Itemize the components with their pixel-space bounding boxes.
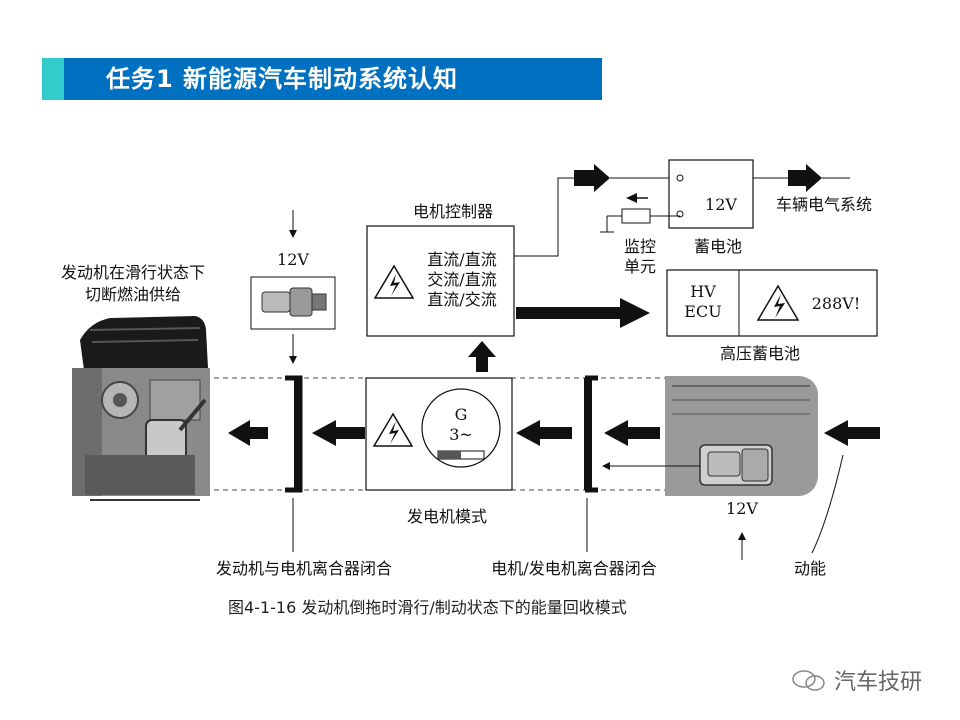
battery12-voltage: 12V	[705, 195, 737, 214]
hv-ecu-line1: HV	[690, 282, 716, 301]
monitor-line1: 监控	[624, 237, 656, 256]
monitor-resistor	[600, 193, 680, 233]
engine-note-line2: 切断燃油供给	[85, 285, 181, 304]
watermark-text: 汽车技研	[834, 670, 923, 695]
generator-symbol-circle	[421, 388, 501, 468]
figure-caption: 图4-1-16 发动机倒拖时滑行/制动状态下的能量回收模式	[228, 598, 627, 617]
arrow-to-clutch2	[604, 420, 660, 446]
controller-to-12v-wire	[514, 177, 574, 257]
hv-battery-label: 高压蓄电池	[720, 344, 800, 363]
engine-note-line1: 发动机在滑行状态下	[61, 263, 205, 282]
engine-image	[72, 316, 210, 501]
battery12-label: 蓄电池	[694, 237, 742, 256]
generator-mode-label: 发电机模式	[407, 507, 487, 526]
vehicle-electric-label: 车辆电气系统	[776, 195, 872, 214]
arrow-to-vehicle-electrical	[788, 164, 822, 192]
flow-arrows-left	[228, 420, 880, 446]
clutch1-label: 发动机与电机离合器闭合	[216, 559, 392, 578]
arrow-to-12v-battery	[574, 164, 610, 192]
starter-voltage: 12V	[277, 250, 309, 269]
clutch-motor-generator	[584, 375, 598, 493]
hv-warning-icon	[756, 284, 800, 321]
arrow-kinetic-in	[824, 420, 880, 446]
generator-phase: 3~	[449, 425, 473, 444]
controller-hv-warning-icon	[373, 264, 415, 299]
clutch-engine-motor	[285, 375, 303, 493]
generator-bar-fill	[438, 451, 461, 459]
title-bar: 任务1 新能源汽车制动系统认知	[42, 58, 602, 100]
arrow-to-clutch1	[312, 420, 365, 446]
generator-hv-warning-icon	[372, 412, 414, 447]
starter-image	[261, 287, 327, 317]
arrow-to-generator	[516, 420, 572, 446]
gearbox-image	[665, 376, 818, 496]
controller-line1: 直流/直流	[427, 250, 496, 269]
arrow-generator-to-controller	[468, 341, 496, 372]
kinetic-label: 动能	[794, 559, 826, 578]
title-accent	[42, 58, 64, 100]
controller-title: 电机控制器	[413, 202, 493, 221]
page-title: 任务1 新能源汽车制动系统认知	[106, 65, 459, 93]
arrow-controller-to-hv	[516, 298, 650, 328]
hv-ecu-line2: ECU	[684, 302, 721, 321]
arrow-to-engine	[228, 420, 268, 446]
battery-terminal-top	[676, 174, 684, 182]
controller-line3: 直流/交流	[427, 290, 496, 309]
gearbox-voltage: 12V	[726, 499, 758, 518]
controller-line2: 交流/直流	[427, 270, 496, 289]
monitor-line2: 单元	[624, 257, 656, 276]
wechat-icon	[792, 670, 825, 691]
battery-12v-box	[668, 159, 754, 229]
clutch2-label: 电机/发电机离合器闭合	[491, 559, 656, 578]
kinetic-callout-line	[811, 454, 844, 554]
hv-voltage: 288V!	[812, 294, 861, 313]
generator-symbol: G	[455, 405, 468, 424]
